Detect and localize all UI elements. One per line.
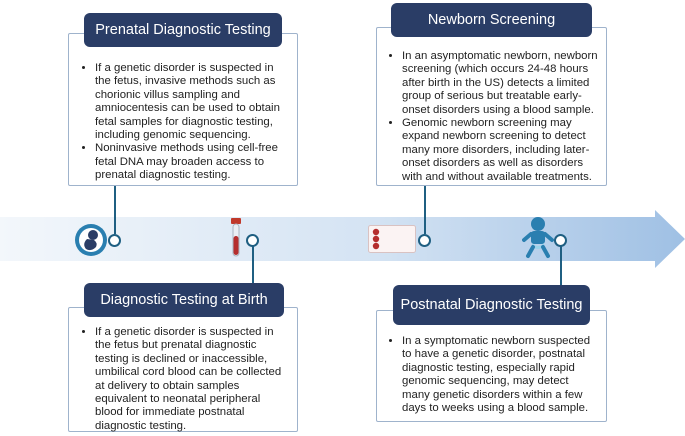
stage-card-birth: If a genetic disorder is suspected in th… — [68, 307, 298, 432]
connector-prenatal — [114, 186, 116, 234]
connector-birth — [252, 244, 254, 283]
bullet-list: If a genetic disorder is suspected in th… — [77, 62, 289, 183]
stage-title-prenatal: Prenatal Diagnostic Testing — [84, 13, 282, 47]
stage-title-newborn-screening: Newborn Screening — [391, 3, 592, 37]
timeline-dot-newborn-screening — [418, 234, 431, 247]
bullet-list: In an asymptomatic newborn, newborn scre… — [384, 50, 599, 184]
stage-title-postnatal: Postnatal Diagnostic Testing — [393, 285, 590, 325]
baby-icon — [522, 217, 554, 258]
bullet-item: Genomic newborn screening may expand new… — [402, 117, 599, 184]
stage-title-birth: Diagnostic Testing at Birth — [84, 283, 284, 317]
connector-newborn-screening — [424, 185, 426, 234]
bullet-list: If a genetic disorder is suspected in th… — [77, 326, 289, 433]
stage-card-prenatal: If a genetic disorder is suspected in th… — [68, 33, 298, 186]
blood-tube-icon — [231, 218, 241, 257]
timeline-dot-birth — [246, 234, 259, 247]
bullet-item: If a genetic disorder is suspected in th… — [95, 326, 289, 433]
bullet-item: If a genetic disorder is suspected in th… — [95, 62, 289, 142]
bullet-item: In an asymptomatic newborn, newborn scre… — [402, 50, 599, 117]
stage-card-postnatal: In a symptomatic newborn suspected to ha… — [376, 310, 607, 422]
bullet-item: In a symptomatic newborn suspected to ha… — [402, 335, 599, 415]
blood-spot-card-icon — [368, 225, 416, 253]
timeline-dot-prenatal — [108, 234, 121, 247]
stage-card-newborn-screening: In an asymptomatic newborn, newborn scre… — [376, 27, 607, 186]
connector-postnatal — [560, 244, 562, 285]
bullet-list: In a symptomatic newborn suspected to ha… — [384, 335, 599, 415]
fetus-icon — [75, 224, 107, 256]
bullet-item: Noninvasive methods using cell-free feta… — [95, 142, 289, 182]
timeline-dot-postnatal — [554, 234, 567, 247]
